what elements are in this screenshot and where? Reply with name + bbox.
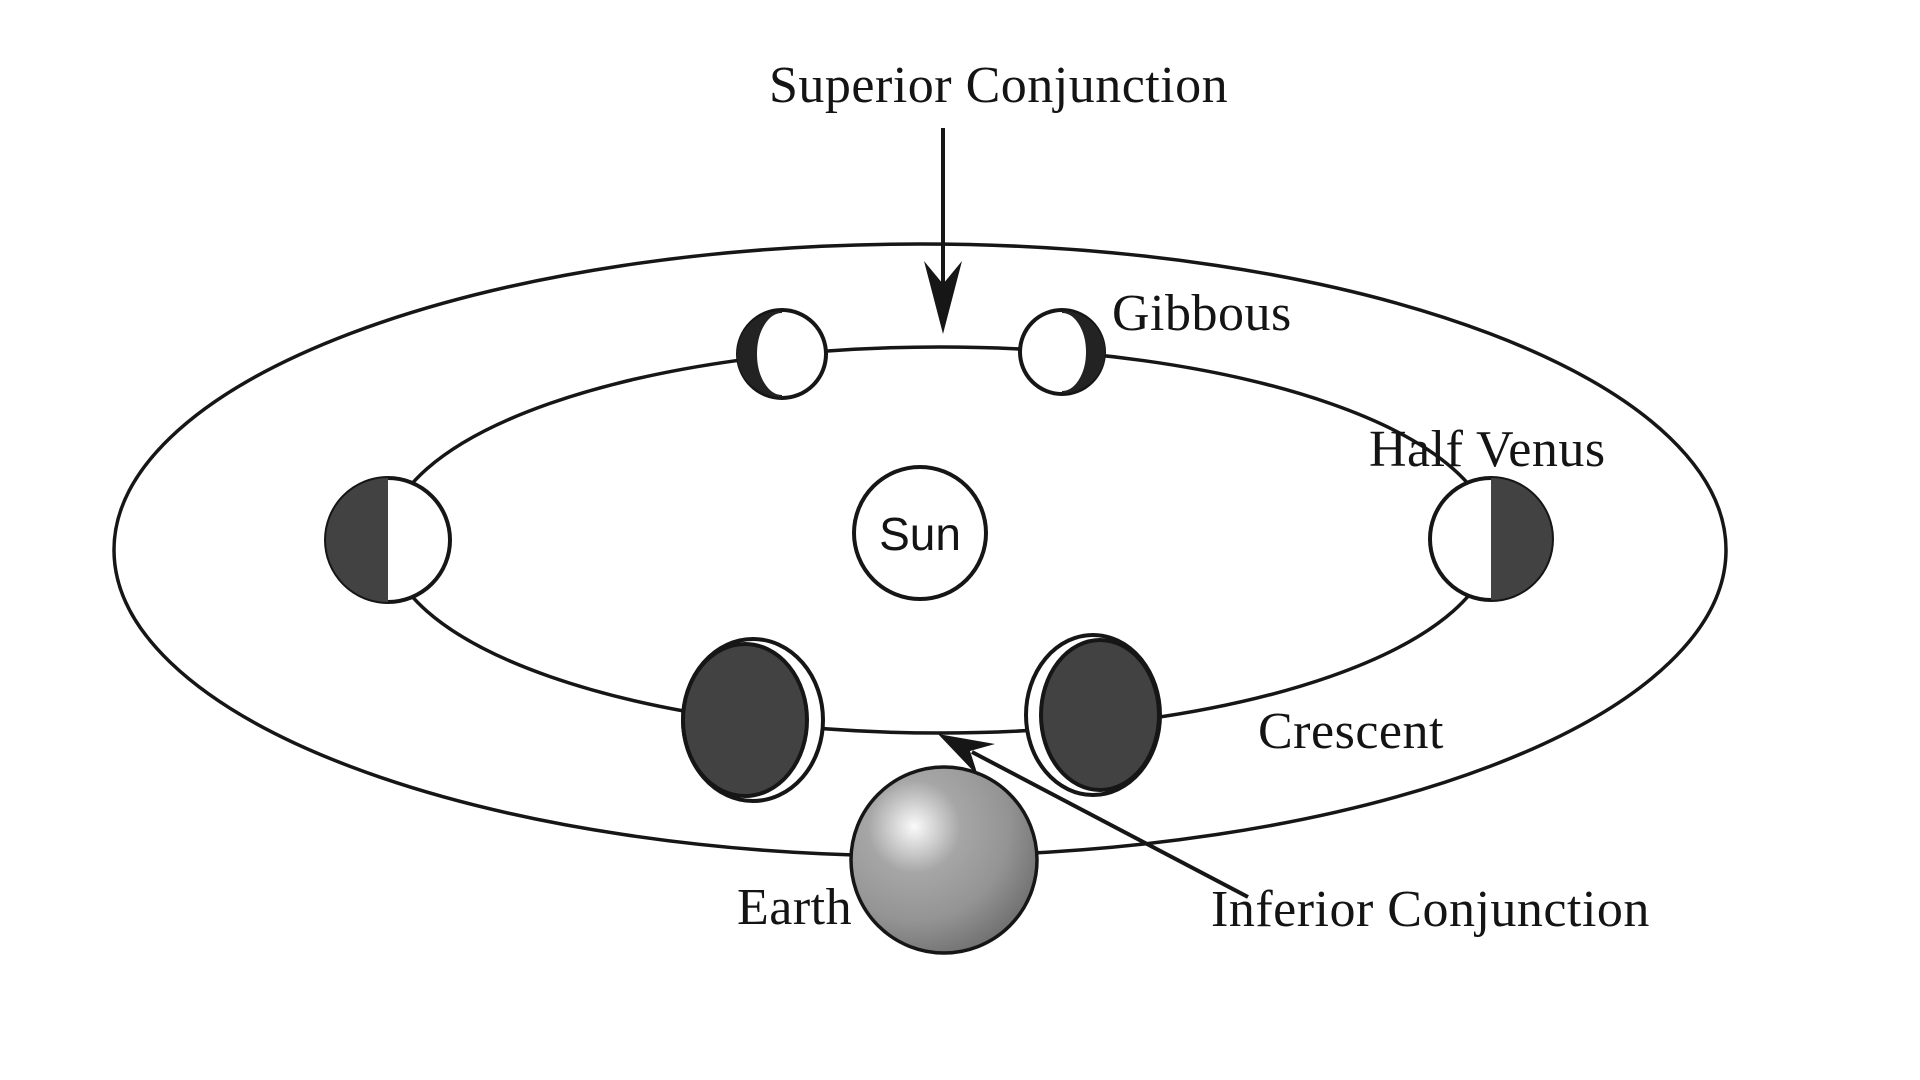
- inferior-conjunction-arrow: [938, 734, 1249, 899]
- venus-crescent-right: [1024, 633, 1162, 797]
- venus-crescent-left: [681, 637, 825, 803]
- crescent-label: Crescent: [1258, 703, 1444, 760]
- superior-conjunction-label: Superior Conjunction: [769, 57, 1229, 114]
- half-venus-label: Half Venus: [1369, 421, 1606, 478]
- venus-half-right: [1428, 476, 1554, 602]
- gibbous-label: Gibbous: [1112, 285, 1292, 342]
- inferior-conjunction-label: Inferior Conjunction: [1211, 881, 1650, 938]
- earth-sphere: [849, 765, 1039, 955]
- venus-half-left: [324, 476, 452, 604]
- earth-label: Earth: [737, 879, 853, 936]
- sun-label: Sun: [879, 508, 961, 560]
- venus-gibbous-left: [736, 308, 828, 400]
- sun-circle: [852, 465, 988, 601]
- venus-gibbous-right: [1018, 308, 1106, 396]
- superior-conjunction-arrow: [924, 128, 962, 334]
